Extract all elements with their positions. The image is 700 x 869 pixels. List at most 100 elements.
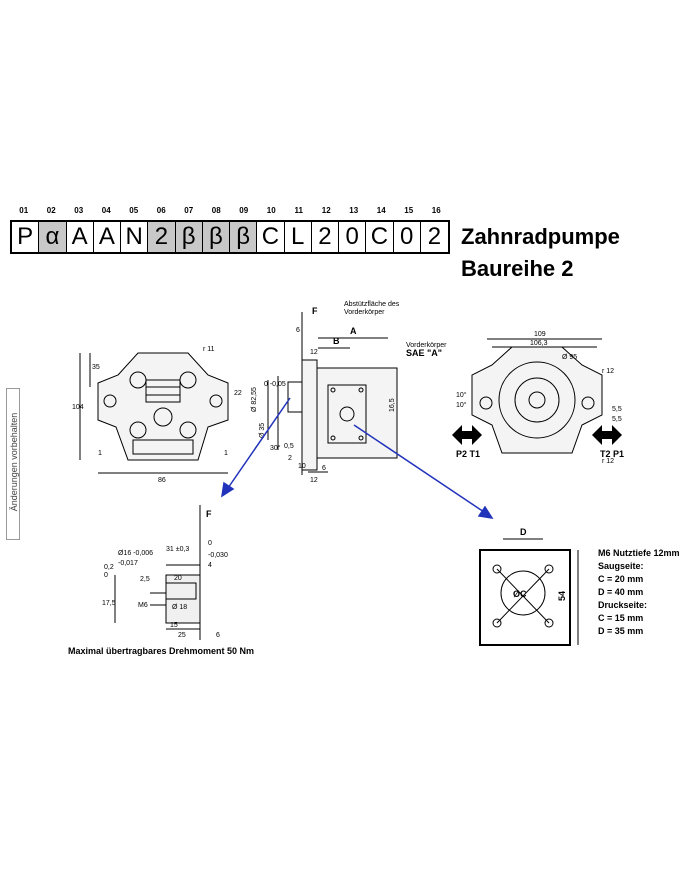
- flange-dim-D: D: [520, 527, 527, 537]
- code-char-14: C: [366, 222, 394, 252]
- code-char-08: β: [202, 222, 230, 252]
- side-dim-B: B: [333, 336, 340, 346]
- code-position-16: 16: [431, 206, 441, 215]
- rear-dim-1063: 106,3: [530, 340, 548, 347]
- front-dim-86: 86: [158, 477, 166, 484]
- code-position-09: 09: [239, 206, 249, 215]
- code-position-08: 08: [211, 206, 221, 215]
- code-char-16: 2: [427, 223, 442, 250]
- torque-caption: Maximal übertragbares Drehmoment 50 Nm: [68, 646, 255, 656]
- code-position-05: 05: [129, 206, 139, 215]
- flange-spec-line5: Druckseite:: [598, 600, 648, 610]
- side-dim-12a: 12: [310, 349, 318, 356]
- side-note: Änderungen vorbehalten: [6, 388, 20, 540]
- shaft-dim-m6: M6: [138, 602, 148, 609]
- shaft-dim-tol017: -0,017: [118, 560, 138, 567]
- code-char-12: 2: [312, 222, 339, 252]
- shaft-dim-6: 6: [216, 632, 220, 639]
- rear-port-arrows: [452, 425, 622, 445]
- code-char-13: 0: [339, 222, 367, 252]
- flange-spec-line6: C = 15 mm: [598, 613, 644, 623]
- flange-spec-line4: D = 40 mm: [598, 587, 644, 597]
- side-dim-10: 10: [298, 463, 306, 470]
- shaft-dim-02: 0,2: [104, 564, 114, 571]
- shaft-dim-tol0: 0: [208, 540, 212, 547]
- side-dim-tol005: 0 -0,05: [264, 381, 286, 388]
- side-dim-6a: 6: [296, 327, 300, 334]
- code-char-09: β: [230, 222, 258, 252]
- rear-port-left: P2 T1: [456, 449, 480, 459]
- shaft-dim-F: F: [206, 509, 212, 519]
- flange-detail-drawing: D 54 ØC: [479, 527, 579, 646]
- flange-dim-dC: ØC: [513, 589, 527, 599]
- shaft-dim-15: 15: [170, 622, 178, 629]
- shaft-dim-0: 0: [104, 572, 108, 579]
- code-char-01: P: [12, 222, 40, 252]
- front-dim-1b: 1: [224, 450, 228, 457]
- shaft-dim-4: 4: [208, 562, 212, 569]
- rear-label-sae: SAE "A": [406, 348, 442, 358]
- code-char-15: 0: [394, 222, 421, 252]
- side-dim-d35: Ø 35: [259, 423, 266, 438]
- code-position-11: 11: [294, 206, 303, 215]
- flange-dim-54: 54: [557, 591, 567, 601]
- shaft-dim-25b: 25: [178, 632, 186, 639]
- code-position-06: 06: [156, 206, 166, 215]
- code-position-10: 10: [266, 206, 276, 215]
- side-dim-F: F: [312, 306, 318, 316]
- code-position-01: 01: [19, 206, 29, 215]
- front-view-drawing: r 11 35 104 22 1 1 86: [72, 346, 242, 484]
- flange-spec-line3: C = 20 mm: [598, 574, 644, 584]
- product-series: Baureihe 2: [461, 256, 574, 281]
- shaft-dim-175: 17,5: [102, 600, 116, 607]
- front-dim-104: 104: [72, 404, 84, 411]
- code-char-03: A: [67, 222, 94, 252]
- rear-label-vorderkoerper: Vorderkörper: [406, 342, 447, 349]
- code-position-13: 13: [349, 206, 359, 215]
- front-dim-1a: 1: [98, 450, 102, 457]
- code-char-11: L: [285, 222, 312, 252]
- code-char-10: C: [257, 222, 285, 252]
- shaft-dim-d16: Ø16 -0,006: [118, 550, 153, 557]
- flange-spec-line7: D = 35 mm: [598, 626, 644, 636]
- code-position-14: 14: [376, 206, 386, 215]
- shaft-dim-tol030: -0,030: [208, 552, 228, 559]
- side-dim-stuetz2: Vorderkörper: [344, 309, 385, 316]
- code-char-04: A: [94, 222, 121, 252]
- rear-dim-55a: 5,5: [612, 406, 622, 413]
- side-dim-05: 0,5: [284, 443, 294, 450]
- front-dim-r11: r 11: [203, 346, 215, 353]
- product-title: Zahnradpumpe: [461, 224, 620, 249]
- rear-dim-10a: 10°: [456, 401, 467, 409]
- shaft-dim-31: 31 ±0,3: [166, 546, 189, 553]
- side-view-drawing: F Abstützfläche des Vorderkörper 6 A B 1…: [251, 301, 400, 484]
- flange-spec-line2: Saugseite:: [598, 561, 644, 571]
- shaft-detail-drawing: F 31 ±0,3 0 -0,030 4 20 Ø16 -0,006 -0,01…: [102, 505, 228, 640]
- code-position-15: 15: [404, 206, 414, 215]
- shaft-dim-20: 20: [174, 575, 182, 582]
- side-dim-A: A: [350, 326, 357, 336]
- shaft-dim-d18: Ø 18: [172, 604, 187, 611]
- flange-spec: M6 Nutztiefe 12mm Saugseite: C = 20 mm D…: [598, 547, 680, 638]
- side-dim-30deg: 30°: [270, 444, 281, 452]
- front-dim-35: 35: [92, 364, 100, 371]
- code-position-02: 02: [46, 206, 56, 215]
- front-dim-22: 22: [234, 390, 242, 397]
- rear-dim-d95: Ø 95: [562, 354, 577, 361]
- code-position-03: 03: [74, 206, 84, 215]
- rear-dim-55b: 5,5: [612, 416, 622, 423]
- side-dim-12b: 12: [310, 477, 318, 484]
- rear-view-drawing: 109 106,3 r 12 Ø 95 Vorderkörper SAE "A"…: [406, 331, 624, 465]
- code-char-06: 2: [148, 222, 176, 252]
- rear-dim-r12a: r 12: [602, 368, 614, 375]
- code-position-12: 12: [321, 206, 331, 215]
- shaft-dim-25: 2,5: [140, 576, 150, 583]
- rear-dim-109: 109: [534, 331, 546, 338]
- rear-dim-10b: 10°: [456, 391, 467, 399]
- side-dim-165: 16,5: [389, 398, 396, 412]
- code-position-07: 07: [184, 206, 194, 215]
